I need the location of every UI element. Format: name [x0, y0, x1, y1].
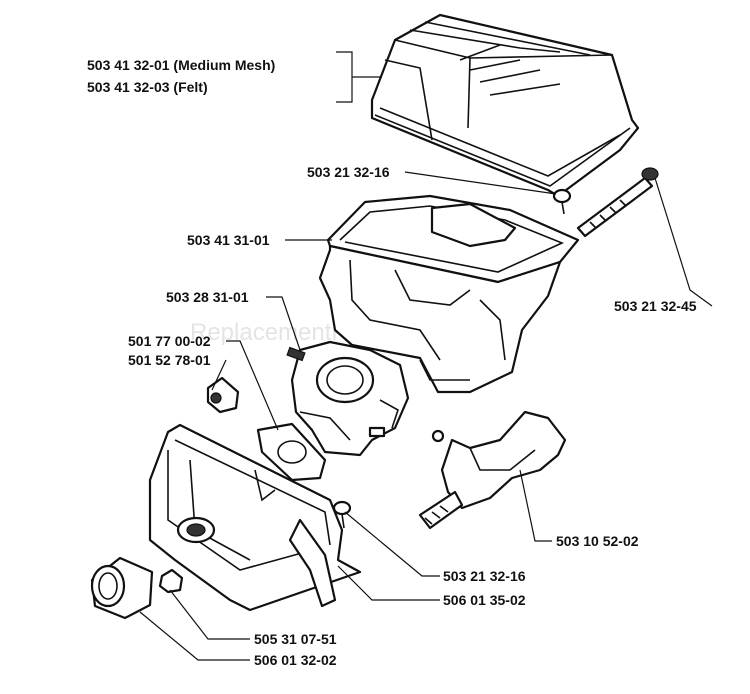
grommet-part — [206, 376, 240, 414]
label-grommet: 501 52 78-01 — [128, 352, 211, 368]
label-filter-felt: 503 41 32-03 (Felt) — [87, 79, 208, 95]
label-housing: 506 01 35-02 — [443, 592, 526, 608]
choke-lever-part — [418, 410, 567, 530]
label-base: 503 41 31-01 — [187, 232, 270, 248]
bushing-part — [90, 556, 154, 620]
nut-part — [158, 568, 184, 594]
label-choke: 503 10 52-02 — [556, 533, 639, 549]
label-screw-bottom: 503 21 32-16 — [443, 568, 526, 584]
lower-housing-part — [148, 423, 362, 612]
air-box-part — [318, 194, 580, 394]
carburetor-part — [286, 340, 410, 457]
label-carb: 503 28 31-01 — [166, 289, 249, 305]
label-bushing: 506 01 32-02 — [254, 652, 337, 668]
label-screw-top: 503 21 32-16 — [307, 164, 390, 180]
part-labels: 503 41 32-01 (Medium Mesh) 503 41 32-03 … — [87, 57, 697, 668]
label-gasket: 501 77 00-02 — [128, 333, 211, 349]
bottom-screw-part — [332, 500, 352, 529]
label-nut: 505 31 07-51 — [254, 631, 337, 647]
gasket-part — [256, 422, 327, 482]
air-filter-part — [370, 13, 640, 198]
top-screw-part — [552, 188, 572, 215]
label-bolt: 503 21 32-45 — [614, 298, 697, 314]
bolt-part — [576, 167, 659, 238]
label-filter-medium: 503 41 32-01 (Medium Mesh) — [87, 57, 275, 73]
leader-lines — [139, 51, 713, 661]
